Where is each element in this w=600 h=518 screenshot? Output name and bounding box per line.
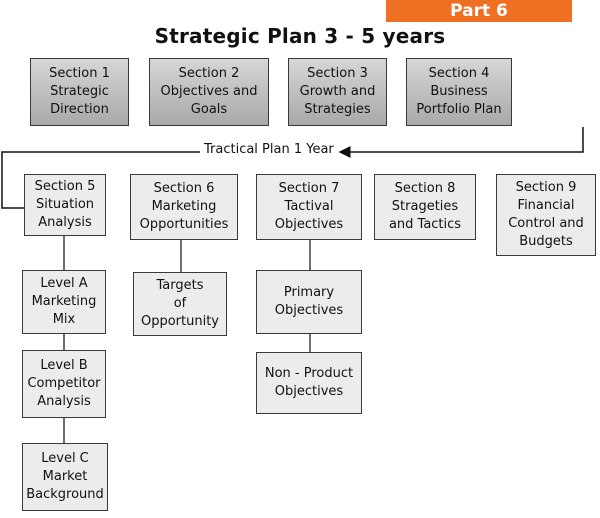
level-c-box: Level C Market Background [22,443,108,511]
level-c-label: Level C Market Background [26,451,104,502]
section-6-label: Section 6 Marketing Opportunities [139,181,229,232]
section-9-box: Section 9 Financial Control and Budgets [496,174,596,256]
level-b-label: Level B Competitor Analysis [27,358,101,409]
section-2-box: Section 2 Objectives and Goals [149,58,269,126]
part-badge: Part 6 [386,0,572,22]
targets-box: Targets of Opportunity [133,272,227,336]
level-a-label: Level A Marketing Mix [31,276,97,327]
section-8-label: Section 8 Strageties and Tactics [388,181,462,232]
section-1-box: Section 1 Strategic Direction [30,58,129,126]
section-9-label: Section 9 Financial Control and Budgets [508,180,584,249]
section-7-label: Section 7 Tactival Objectives [274,181,344,232]
section-4-label: Section 4 Business Portfolio Plan [416,66,502,117]
targets-label: Targets of Opportunity [140,278,219,329]
section-7-box: Section 7 Tactival Objectives [256,174,362,240]
connector-tactical-section5 [1,151,200,209]
primary-objectives-label: Primary Objectives [274,285,344,318]
section-1-label: Section 1 Strategic Direction [49,66,110,117]
non-product-objectives-box: Non - Product Objectives [256,352,362,414]
section-4-box: Section 4 Business Portfolio Plan [406,58,512,126]
level-b-box: Level B Competitor Analysis [22,350,106,418]
section-6-box: Section 6 Marketing Opportunities [130,174,238,240]
tactical-plan-label: Tractical Plan 1 Year [204,142,334,157]
section-5-box: Section 5 Situation Analysis [24,174,106,236]
section-2-label: Section 2 Objectives and Goals [160,66,258,117]
non-product-objectives-label: Non - Product Objectives [264,366,354,399]
primary-objectives-box: Primary Objectives [256,270,362,334]
section-5-label: Section 5 Situation Analysis [34,179,96,230]
section-8-box: Section 8 Strageties and Tactics [374,174,476,240]
section-3-box: Section 3 Growth and Strategies [288,58,387,126]
section-3-label: Section 3 Growth and Strategies [299,66,376,117]
level-a-box: Level A Marketing Mix [22,270,106,334]
diagram-title: Strategic Plan 3 - 5 years [154,24,446,48]
connector-section4-tactical [338,127,584,158]
